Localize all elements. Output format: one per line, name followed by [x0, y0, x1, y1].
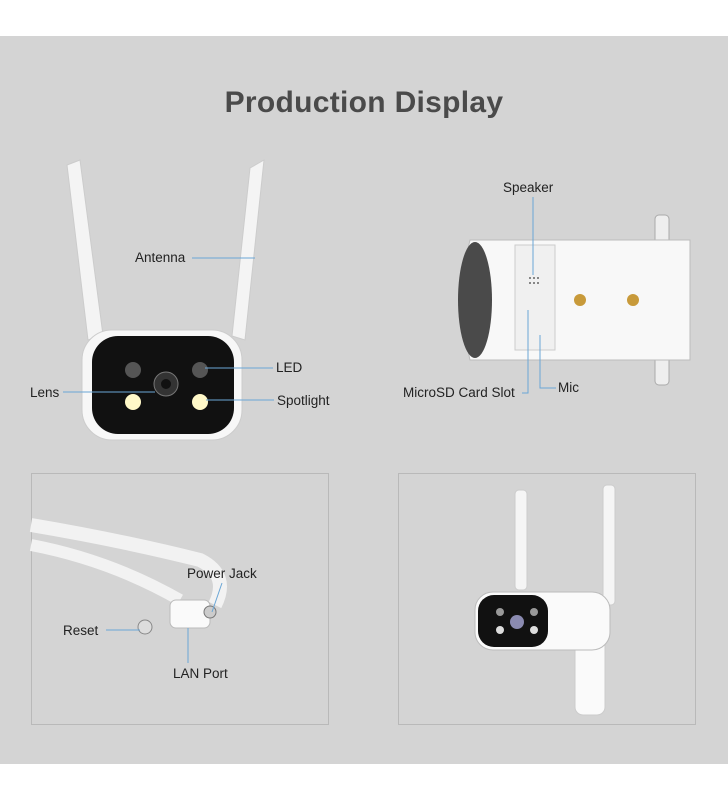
product-panel	[398, 473, 696, 725]
cable-panel	[31, 473, 329, 725]
cable-image	[29, 518, 227, 635]
lan-port-label: LAN Port	[173, 666, 228, 681]
power-jack-label: Power Jack	[187, 566, 257, 581]
mic-label: Mic	[558, 380, 579, 395]
led-label: LED	[276, 360, 303, 375]
front-camera-image	[66, 159, 265, 441]
side-camera-image	[458, 214, 691, 386]
speaker-label: Speaker	[503, 180, 554, 195]
antenna-label: Antenna	[135, 250, 186, 265]
product-photo-image	[474, 484, 616, 716]
lens-label: Lens	[30, 385, 60, 400]
spotlight-label: Spotlight	[277, 393, 330, 408]
reset-label: Reset	[63, 623, 99, 638]
microsd-label: MicroSD Card Slot	[403, 385, 515, 400]
page-title: Production Display	[224, 86, 504, 119]
